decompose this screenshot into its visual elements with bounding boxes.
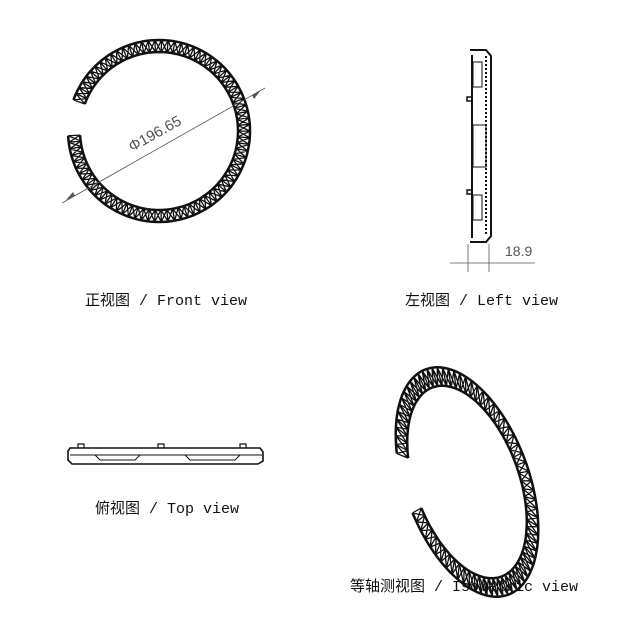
ring-edge — [78, 50, 240, 212]
front-view-label: 正视图 / Front view — [85, 293, 248, 310]
isometric-view-ring — [394, 366, 540, 598]
top-view-label: 俯视图 / Top view — [95, 501, 240, 518]
front-diameter-dimension: Φ196.65 — [61, 87, 266, 204]
width-text: 18.9 — [505, 243, 532, 259]
left-view-profile — [466, 49, 492, 243]
top-view-profile — [67, 443, 264, 465]
front-view-ring — [66, 38, 252, 224]
isometric-view-label: 等轴测视图 / Isometric view — [350, 579, 579, 596]
left-width-dimension: 18.9 — [450, 243, 535, 272]
ring-edge — [405, 384, 529, 580]
lattice-hatch — [67, 39, 251, 223]
lattice-hatch — [395, 366, 539, 598]
left-view-label: 左视图 / Left view — [405, 293, 559, 310]
diameter-text: Φ196.65 — [126, 113, 185, 156]
